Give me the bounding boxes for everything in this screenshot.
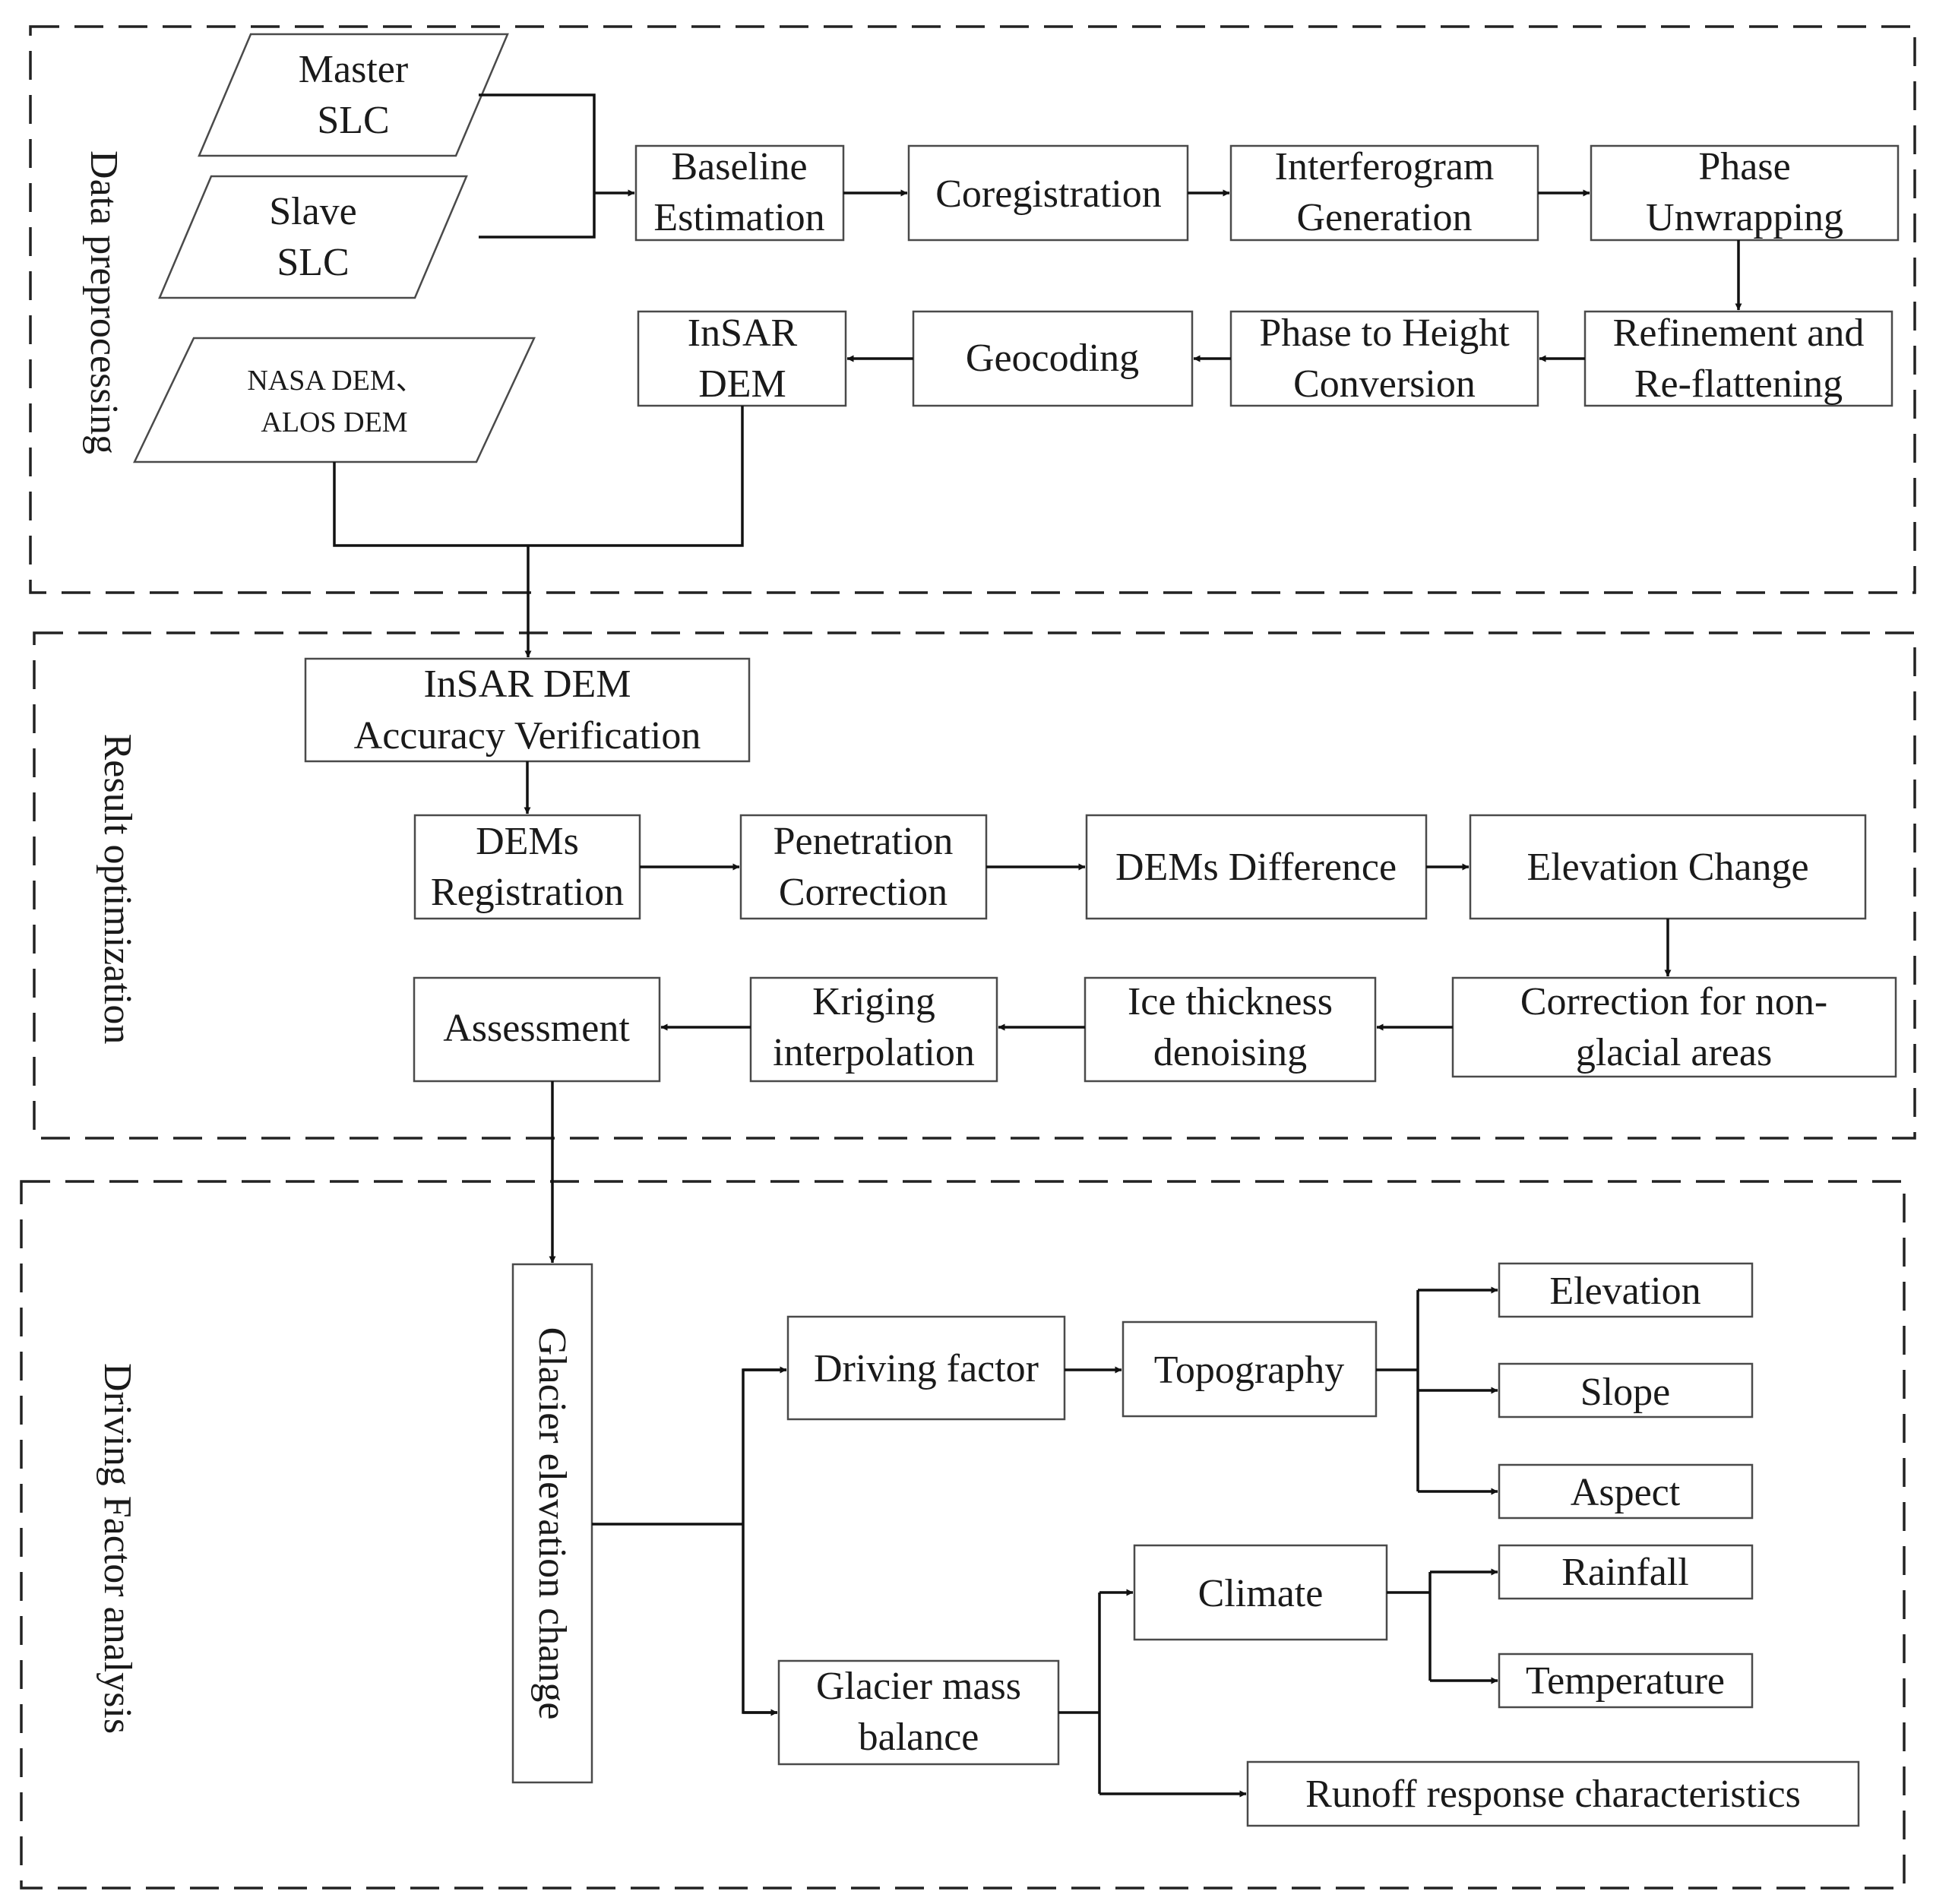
node-line: Temperature xyxy=(1526,1659,1725,1703)
node-line: DEM xyxy=(698,362,786,406)
ice-thickness-denoising-box: Ice thickness denoising xyxy=(1084,976,1377,1083)
node-line: InSAR DEM xyxy=(423,663,631,706)
connector-slc-merge xyxy=(479,93,596,239)
geocoding-box: Geocoding xyxy=(912,310,1194,407)
node-line: Conversion xyxy=(1293,362,1476,406)
slave-slc-input: Slave SLC xyxy=(158,175,468,299)
node-line: NASA DEM、 xyxy=(247,365,424,397)
node-line: Phase xyxy=(1698,145,1790,188)
node-line: Correction xyxy=(779,871,948,914)
accuracy-verification-box: InSAR DEM Accuracy Verification xyxy=(304,657,751,763)
node-line: Estimation xyxy=(653,196,824,239)
node-line: Phase to Height xyxy=(1259,312,1510,355)
node-line: Interferogram xyxy=(1275,145,1495,188)
penetration-correction-box: Penetration Correction xyxy=(739,814,988,920)
node-line: Assessment xyxy=(443,1007,630,1050)
interferogram-generation-box: Interferogram Generation xyxy=(1229,144,1539,242)
reference-dems-input: NASA DEM、 ALOS DEM xyxy=(133,337,536,463)
phase-unwrapping-box: Phase Unwrapping xyxy=(1590,144,1900,242)
node-line: InSAR xyxy=(688,312,798,355)
node-line: Geocoding xyxy=(966,337,1139,380)
temperature-box: Temperature xyxy=(1498,1653,1754,1709)
aspect-box: Aspect xyxy=(1498,1463,1754,1520)
node-line: glacial areas xyxy=(1576,1031,1772,1074)
refinement-reflattening-box: Refinement and Re-flattening xyxy=(1583,310,1893,407)
climate-box: Climate xyxy=(1133,1544,1388,1641)
node-line: Aspect xyxy=(1571,1471,1681,1514)
node-line: ALOS DEM xyxy=(261,406,407,438)
glacier-elevation-change-box: Glacier elevation change xyxy=(511,1263,593,1784)
dems-difference-box: DEMs Difference xyxy=(1085,814,1428,920)
node-line: Ice thickness xyxy=(1128,980,1333,1023)
elevation-box: Elevation xyxy=(1498,1262,1754,1318)
node-line: Topography xyxy=(1154,1349,1345,1392)
node-line: Penetration xyxy=(774,820,954,863)
node-line: Climate xyxy=(1198,1572,1324,1615)
master-slc-input: Master SLC xyxy=(198,33,509,157)
node-line: Runoff response characteristics xyxy=(1305,1773,1801,1816)
node-line: Slave xyxy=(269,190,357,233)
node-line: Accuracy Verification xyxy=(354,714,701,757)
node-line: SLC xyxy=(277,241,349,284)
runoff-response-box: Runoff response characteristics xyxy=(1246,1760,1860,1827)
dems-registration-box: DEMs Registration xyxy=(413,814,641,920)
coregistration-box: Coregistration xyxy=(907,144,1189,242)
node-line: interpolation xyxy=(773,1031,975,1074)
node-line: Generation xyxy=(1296,196,1472,239)
node-line: SLC xyxy=(317,99,389,142)
node-line: DEMs Difference xyxy=(1115,846,1397,889)
node-line: Baseline xyxy=(671,145,807,188)
node-line: DEMs xyxy=(476,820,579,863)
node-line: Coregistration xyxy=(935,172,1162,216)
elevation-change-box: Elevation Change xyxy=(1469,814,1867,920)
rainfall-box: Rainfall xyxy=(1498,1544,1754,1600)
section-label-driving-factor-analysis: Driving Factor analysis xyxy=(96,1363,139,1734)
insar-dem-box: InSAR DEM xyxy=(637,310,847,407)
node-line: Unwrapping xyxy=(1646,196,1843,239)
driving-factor-box: Driving factor xyxy=(786,1315,1066,1421)
node-line: Refinement and xyxy=(1613,312,1865,355)
slope-box: Slope xyxy=(1498,1362,1754,1419)
topography-box: Topography xyxy=(1122,1320,1378,1418)
node-line: Correction for non- xyxy=(1520,980,1827,1023)
node-line: Glacier mass xyxy=(816,1665,1021,1708)
node-line: Master xyxy=(299,48,408,91)
section-frame-driving-factor-analysis xyxy=(20,1180,1906,1890)
phase-to-height-conversion-box: Phase to Height Conversion xyxy=(1229,310,1539,407)
assessment-box: Assessment xyxy=(413,976,661,1083)
node-line: balance xyxy=(859,1716,979,1759)
node-line: Elevation Change xyxy=(1526,846,1808,889)
baseline-estimation-box: Baseline Estimation xyxy=(634,144,845,242)
section-frame-result-optimization xyxy=(33,631,1916,1140)
kriging-interpolation-box: Kriging interpolation xyxy=(749,976,998,1083)
glacier-mass-balance-box: Glacier mass balance xyxy=(777,1659,1060,1766)
node-line: Elevation xyxy=(1549,1270,1700,1313)
node-line: Re-flattening xyxy=(1634,362,1843,406)
node-line: Glacier elevation change xyxy=(530,1327,574,1720)
node-line: Kriging xyxy=(812,980,935,1023)
node-line: denoising xyxy=(1153,1031,1307,1074)
section-label-data-preprocessing: Data preprocessing xyxy=(82,150,125,454)
section-label-result-optimization: Result optimization xyxy=(96,734,139,1045)
node-line: Driving factor xyxy=(814,1347,1039,1390)
section-frame-data-preprocessing xyxy=(29,25,1916,594)
non-glacial-correction-box: Correction for non- glacial areas xyxy=(1451,976,1897,1078)
connector-dem-merge xyxy=(333,406,744,547)
node-line: Slope xyxy=(1580,1371,1670,1414)
node-line: Rainfall xyxy=(1561,1551,1689,1594)
node-line: Registration xyxy=(431,871,624,914)
